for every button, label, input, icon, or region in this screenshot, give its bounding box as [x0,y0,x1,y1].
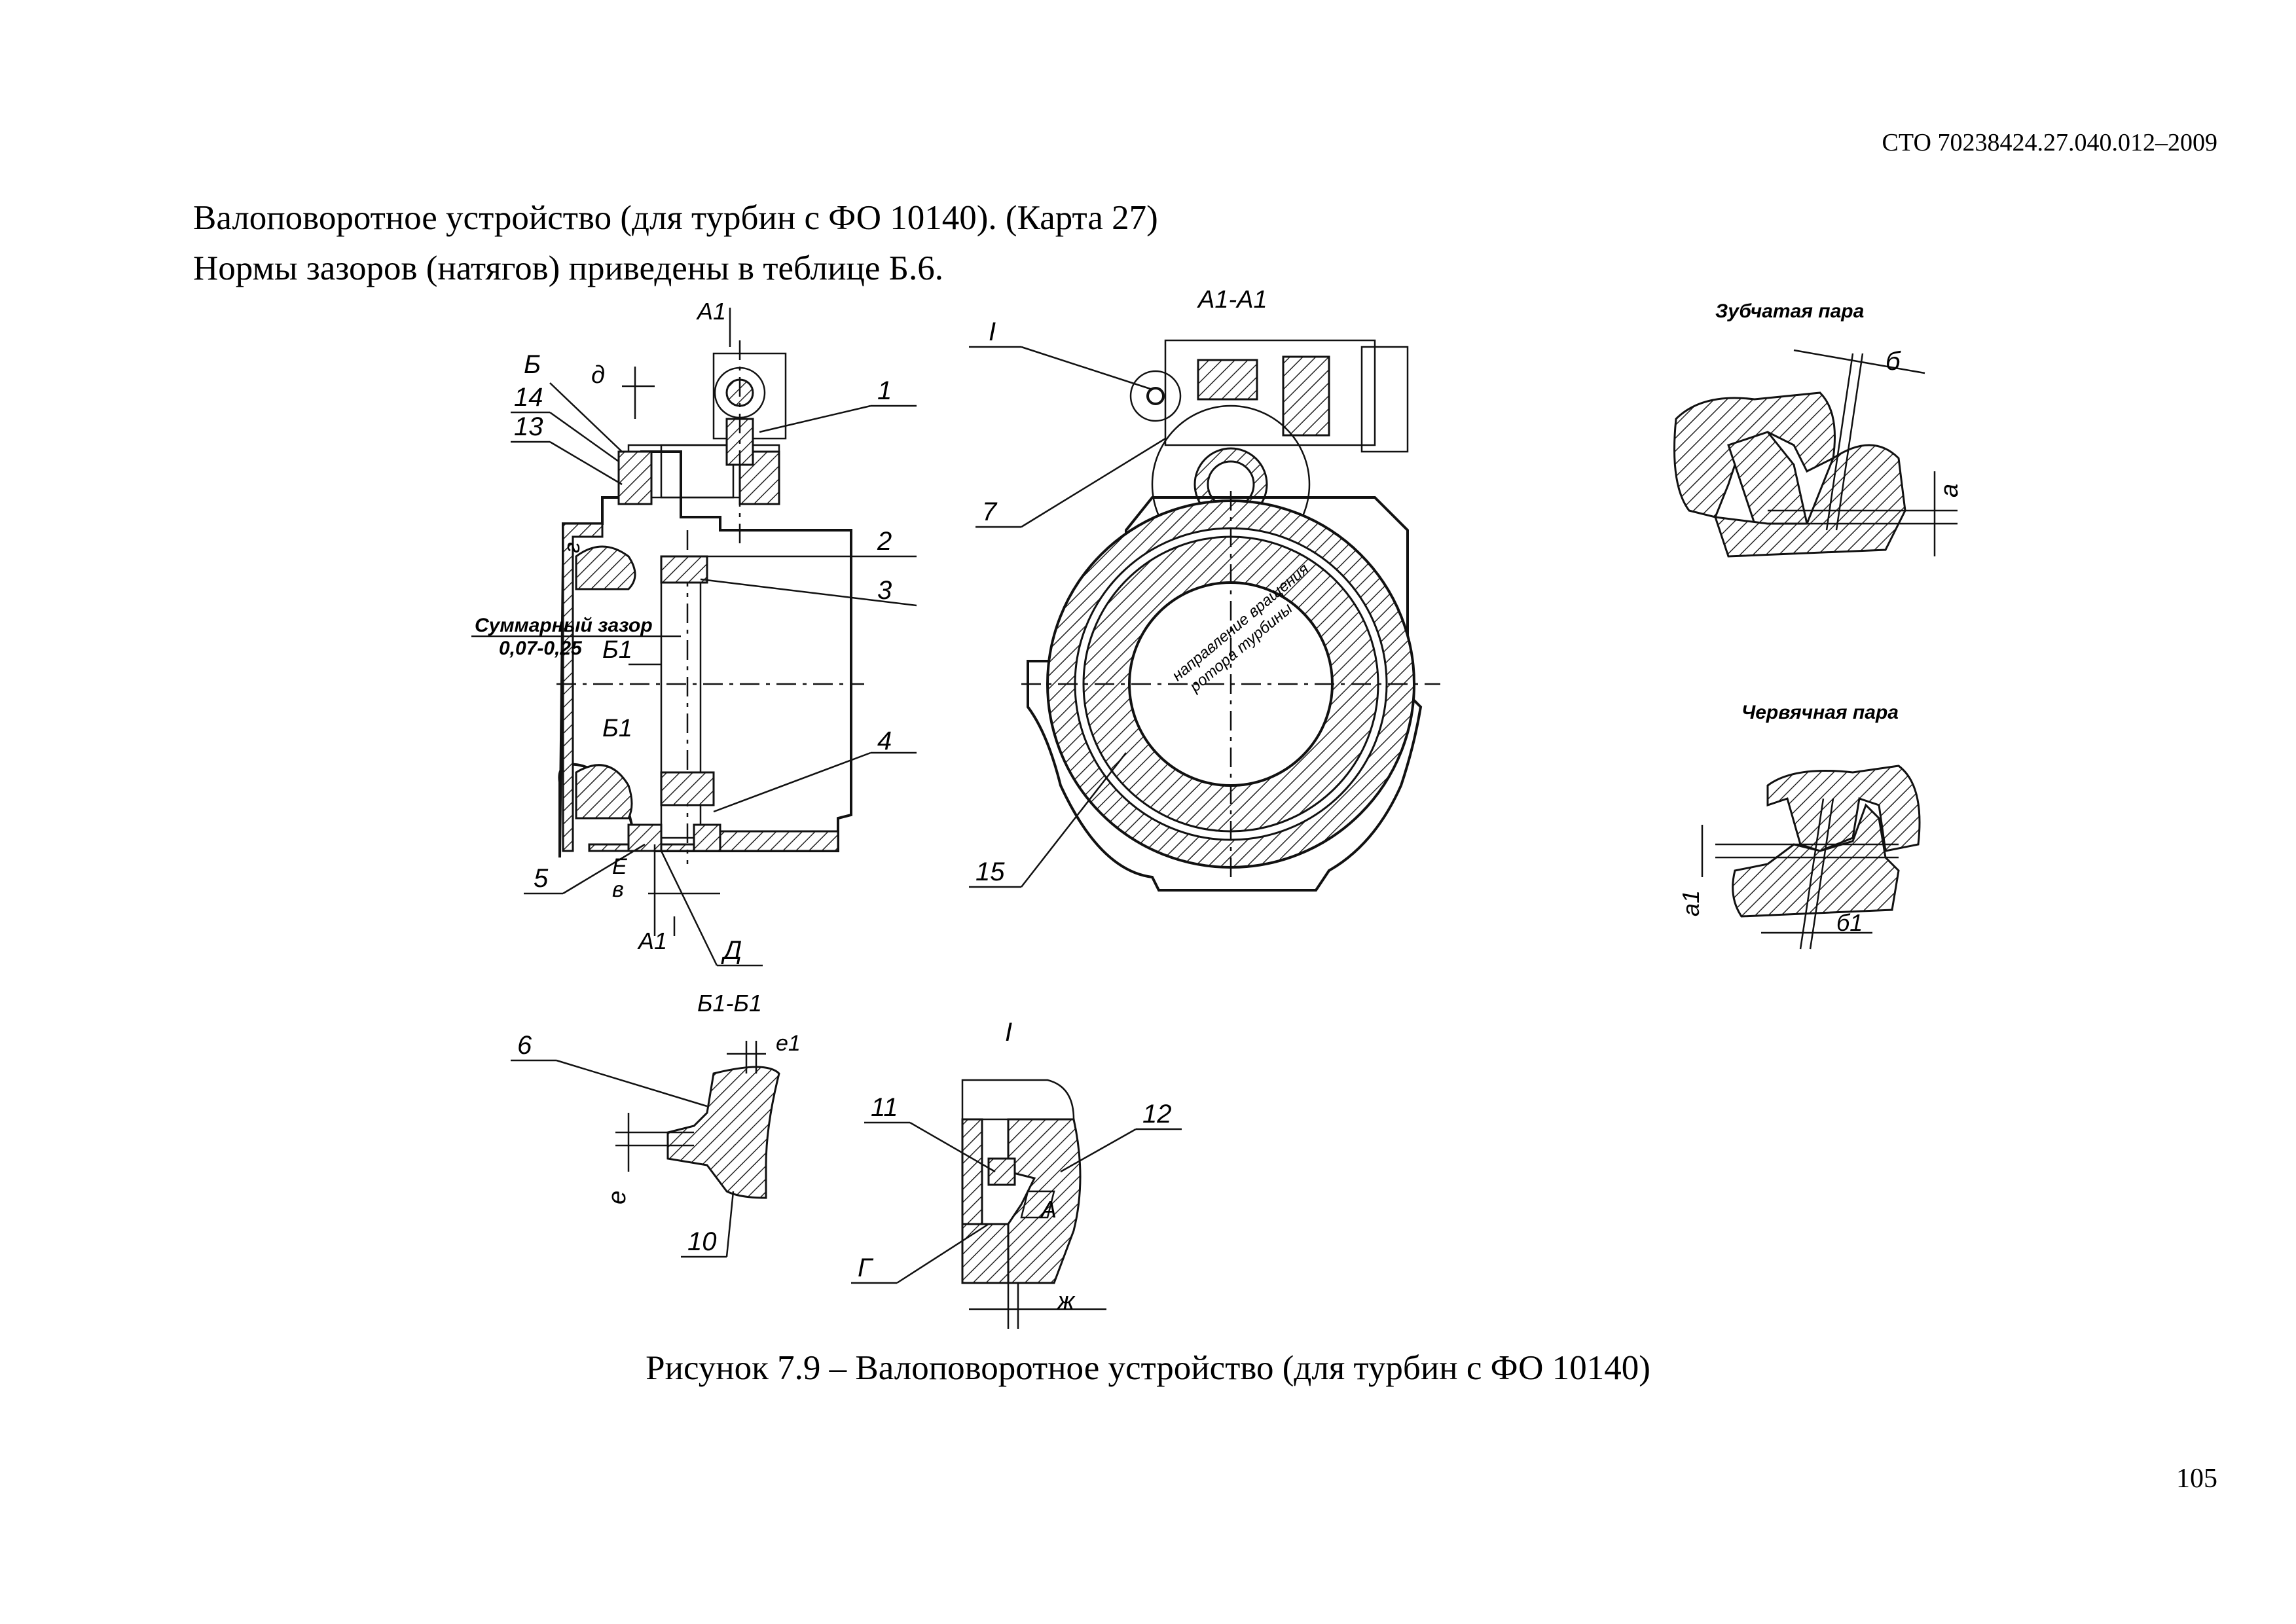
label-b1-lower: Б1 [602,715,632,742]
label-detail-i: I [1005,1018,1012,1047]
callout-5: 5 [534,864,549,893]
a1a1-view: А1-А1 направление вращения ротора турбин… [1021,286,1440,892]
callout-14: 14 [514,383,543,412]
label-a1-bottom: А1 [637,928,667,954]
label-d: д [591,361,605,389]
label-g-upper: Г [858,1254,874,1282]
label-e1: е1 [776,1031,801,1056]
worm-pair-title: Червячная пара [1741,702,1899,723]
callout-i: I [989,317,996,346]
total-gap-label: Суммарный зазор [475,615,653,636]
label-v: в [612,877,624,902]
intro-text: Валоповоротное устройство (для турбин с … [193,193,1158,294]
callout-4: 4 [877,727,892,755]
worm-pair-detail: Червячная пара а1 б1 [1677,702,1921,950]
label-e: е [604,1191,631,1204]
label-b1-worm: б1 [1836,909,1863,936]
callout-11: 11 [871,1093,898,1122]
label-d-upper: Д [721,936,742,965]
label-a1-worm: а1 [1677,890,1704,916]
callout-3: 3 [877,576,892,605]
callout-2: 2 [877,527,892,556]
callout-6: 6 [517,1031,532,1060]
main-section-labels: А1 Б д 14 13 1 2 3 г Суммарный зазор 0,0… [471,298,917,967]
label-b1b1: Б1-Б1 [697,990,762,1017]
callout-10: 10 [687,1227,717,1256]
label-b1-upper: Б1 [602,636,632,664]
intro-line-1: Валоповоротное устройство (для турбин с … [193,199,1158,237]
gear-pair-detail: Зубчатая пара б а [1673,300,1963,558]
label-a-detail: А [1040,1196,1057,1223]
callout-15: 15 [975,857,1005,886]
total-gap-value: 0,07-0,25 [499,638,583,659]
a1a1-labels: I 7 15 [969,317,1166,888]
callout-7: 7 [982,497,998,526]
label-a-gear: а [1936,484,1963,497]
label-zh: ж [1056,1288,1076,1315]
label-b: Б [524,350,541,379]
document-code: СТО 70238424.27.040.012–2009 [1882,129,2218,156]
b1b1-section: Б1-Б1 6 е1 е 10 [511,990,801,1258]
label-a1-top: А1 [696,298,726,325]
intro-line-2: Нормы зазоров (натягов) приведены в тебл… [193,249,944,287]
label-e-upper: Е [612,854,627,879]
callout-1: 1 [877,376,892,405]
callout-12: 12 [1142,1100,1172,1128]
label-b-gear: б [1886,347,1901,376]
main-section-view [556,340,864,864]
label-g: г [560,542,585,553]
label-a1a1: А1-А1 [1197,286,1267,314]
callout-13: 13 [514,412,543,441]
detail-i: I А 11 12 Г ж [851,1018,1182,1329]
gear-pair-title: Зубчатая пара [1715,300,1864,322]
page-number: 105 [2176,1464,2217,1494]
figure-caption: Рисунок 7.9 – Валоповоротное устройство … [646,1349,1650,1387]
